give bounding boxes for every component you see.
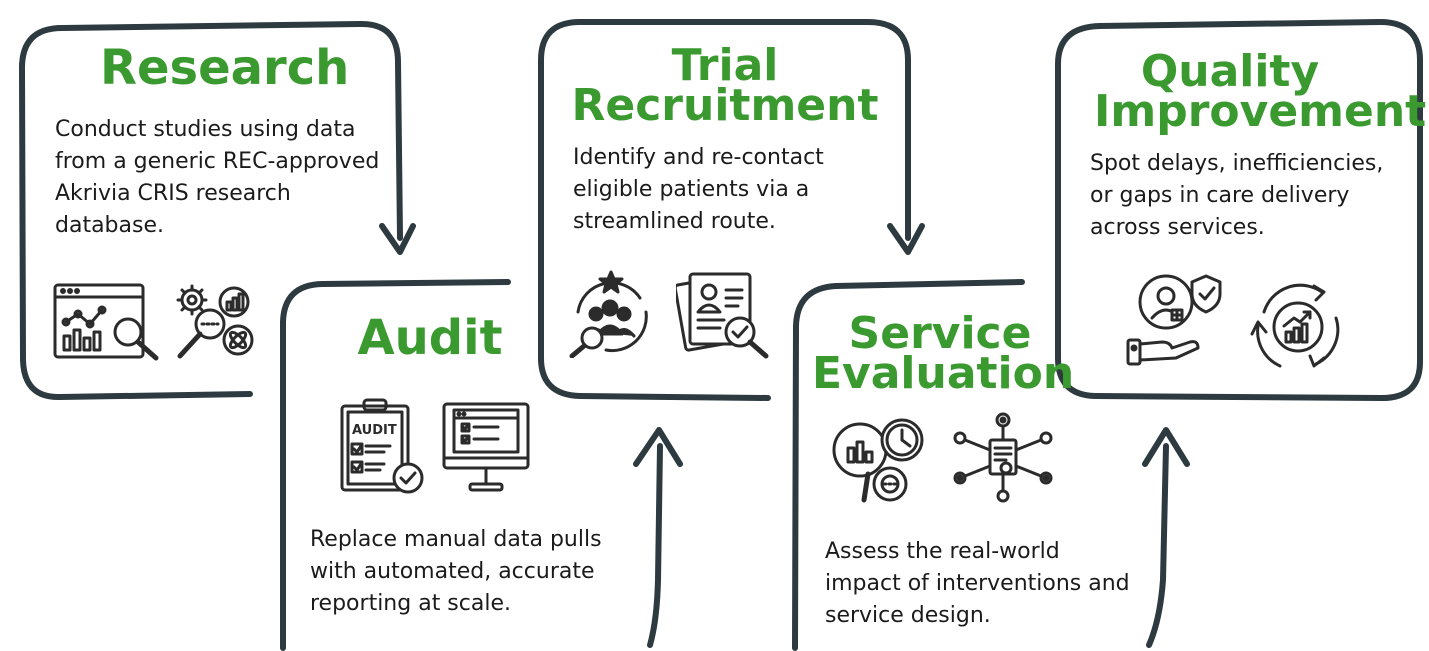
quality-title-line1: Quality [1140, 46, 1320, 97]
service-title-line2: Evaluation [812, 348, 1075, 399]
growth-cycle-icon [1250, 282, 1346, 372]
service-description: Assess the real-world impact of interven… [825, 539, 1130, 628]
audit-frame [280, 279, 511, 651]
research-description: Conduct studies using data from a generi… [55, 117, 380, 238]
patient-search-group-icon [566, 268, 656, 358]
audit-title: Audit [357, 310, 503, 366]
patient-care-shield-icon [1122, 272, 1228, 368]
research-arrow-down [379, 223, 416, 255]
audit-description: Replace manual data pulls with automated… [310, 527, 602, 616]
trial-title-line1: Trial [671, 40, 779, 91]
data-search-gears-icon [172, 284, 258, 362]
audit-arrow-up [633, 427, 683, 467]
research-frame [18, 20, 403, 401]
service-arrow-up [1142, 427, 1190, 467]
trial-arrow-down [887, 223, 925, 255]
audit-frame-right [647, 443, 663, 648]
audit-clipboard-icon: AUDIT [338, 396, 428, 496]
svg-text:AUDIT: AUDIT [352, 423, 397, 438]
quality-title-line2: Improvement [1094, 86, 1427, 137]
trial-description: Identify and re-contact eligible patient… [573, 145, 824, 234]
quality-frame [1055, 19, 1423, 401]
quality-description: Spot delays, inefficiencies, or gaps in … [1090, 151, 1384, 240]
profile-document-check-icon [676, 268, 772, 362]
research-title: Research [100, 40, 350, 96]
monitor-checklist-icon [440, 400, 532, 496]
analysis-gauge-gears-icon [830, 410, 930, 510]
trial-frame [538, 19, 911, 401]
service-title-line1: Service [848, 308, 1032, 359]
service-frame [792, 279, 1025, 651]
trial-title-line2: Recruitment [571, 80, 879, 131]
analytics-dashboard-icon [52, 282, 162, 362]
document-network-icon [948, 412, 1058, 504]
service-frame-right [1146, 443, 1169, 648]
